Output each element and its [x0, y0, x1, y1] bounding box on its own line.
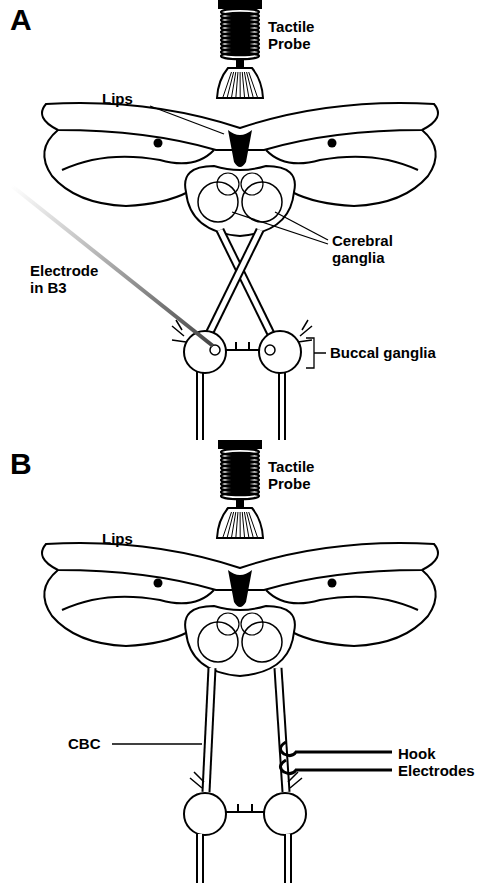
head-outline: [42, 103, 438, 236]
hook-electrodes: [280, 742, 392, 774]
part-label: Lips: [102, 530, 133, 547]
connectives: [208, 230, 272, 336]
probe-label: Tactile Probe: [268, 18, 338, 52]
part-label: CBC: [68, 735, 101, 752]
panel-letter: A: [10, 4, 32, 36]
buccal-ganglia: [172, 320, 312, 440]
part-label: Buccal ganglia: [330, 344, 436, 361]
leader-lines: [150, 106, 328, 368]
cerebrobuccal-connectives: [184, 668, 306, 883]
tactile-probe: [217, 0, 263, 98]
panel-letter: B: [10, 448, 32, 480]
part-label: Hook Electrodes: [398, 745, 482, 779]
leader-line: [112, 743, 202, 744]
microelectrode: [12, 186, 213, 346]
probe-label: Tactile Probe: [268, 458, 338, 492]
part-label: Lips: [102, 90, 133, 107]
part-label: Cerebral ganglia: [332, 232, 422, 266]
part-label: Electrode in B3: [30, 262, 110, 296]
tactile-probe: [217, 440, 263, 538]
head-outline: [42, 543, 438, 676]
